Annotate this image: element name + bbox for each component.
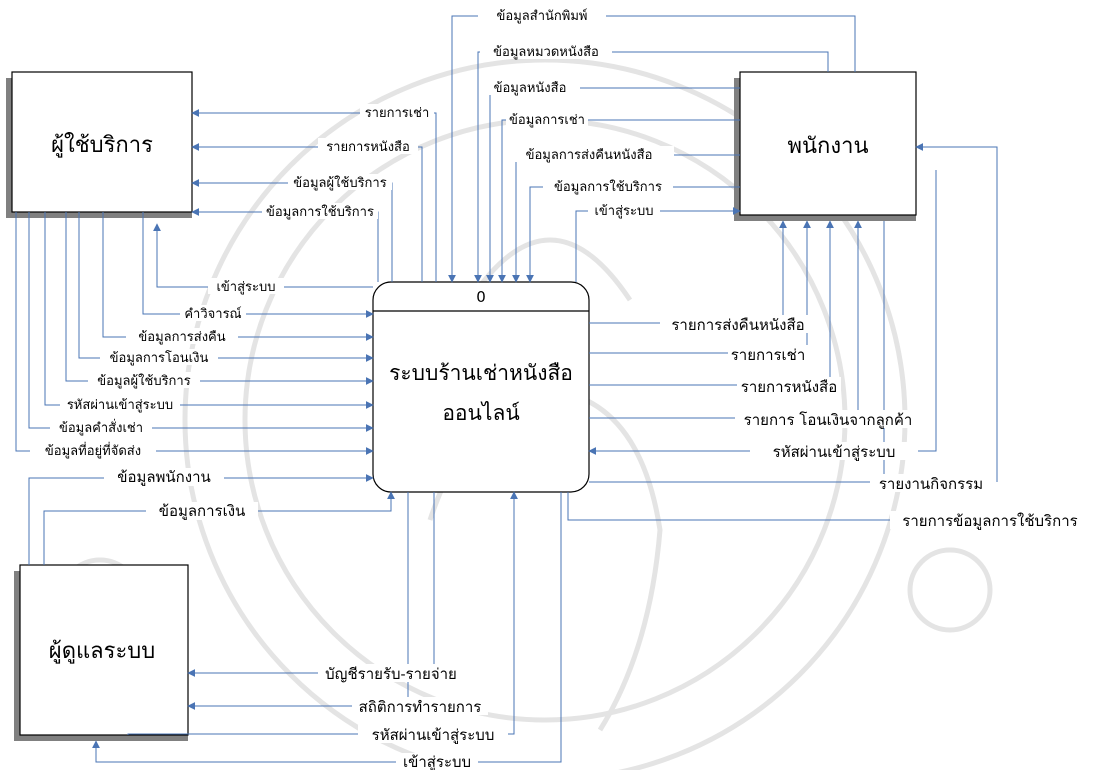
- flow-transfer-data: [78, 212, 374, 362]
- flow-rental-data: [498, 119, 740, 283]
- label-transaction-stats: สถิติการทำรายการ: [359, 698, 482, 716]
- label-return-data: ข้อมูลการส่งคืน: [138, 329, 225, 345]
- entity-admin-label: ผู้ดูแลระบบ: [49, 639, 155, 664]
- label-transfer-data: ข้อมูลการโอนเงิน: [110, 350, 209, 366]
- label-transfer-list: รายการ โอนเงินจากลูกค้า: [744, 411, 913, 429]
- label-admin-password: รหัสผ่านเข้าสู่ระบบ: [372, 726, 495, 744]
- process-name-line2: ออนไลน์: [442, 401, 520, 425]
- label-service-usage-list: รายการข้อมูลการใช้บริการ: [902, 512, 1077, 530]
- label-admin-login: เข้าสู่ระบบ: [403, 753, 471, 770]
- label-service-usage-to-customer: ข้อมูลการใช้บริการ: [266, 204, 374, 220]
- flow-staff-login: [575, 207, 741, 282]
- flow-staff-data: [28, 474, 374, 565]
- flow-customer-data: [65, 212, 374, 385]
- entity-staff-label: พนักงาน: [788, 134, 869, 159]
- label-review: คำวิจารณ์: [184, 306, 241, 322]
- label-customer-data: ข้อมูลผู้ใช้บริการ: [97, 373, 190, 389]
- flow-publisher-data: [448, 15, 856, 283]
- entity-customer-label: ผู้ใช้บริการ: [51, 132, 153, 158]
- process-number: 0: [476, 288, 486, 306]
- label-book-list-to-staff: รายการหนังสือ: [741, 378, 837, 396]
- label-rental-data: ข้อมูลการเช่า: [509, 113, 585, 128]
- label-order-data: ข้อมูลคำสั่งเช่า: [59, 419, 143, 436]
- process-name-line1: ระบบร้านเช่าหนังสือ: [389, 361, 573, 385]
- flow-order-data: [28, 212, 374, 432]
- label-customer-login: เข้าสู่ระบบ: [216, 280, 275, 295]
- label-finance-data: ข้อมูลการเงิน: [159, 502, 246, 520]
- label-service-usage-data: ข้อมูลการใช้บริการ: [554, 179, 662, 195]
- flow-shipping-address: [15, 212, 374, 455]
- entity-admin: ผู้ดูแลระบบ: [14, 564, 189, 741]
- flow-review: [142, 212, 374, 318]
- flow-activity-report-to-staff: [915, 143, 998, 482]
- flow-customer-data-to-customer: [191, 179, 393, 282]
- flow-customer-login: [153, 223, 373, 288]
- flow-labels: ข้อมูลสำนักพิมพ์ ข้อมูลหมวดหนังสือ ข้อมู…: [30, 7, 1090, 770]
- flow-book-category-data: [474, 51, 829, 283]
- flow-return-data: [102, 212, 374, 341]
- label-staff-data: ข้อมูลพนักงาน: [117, 468, 211, 486]
- label-book-data: ข้อมูลหนังสือ: [494, 80, 567, 96]
- entity-customer: ผู้ใช้บริการ: [6, 71, 193, 218]
- flow-book-return-list: [589, 220, 787, 324]
- flow-rental-list-to-customer: [191, 109, 437, 282]
- label-rental-list-to-staff: รายการเช่า: [731, 346, 806, 364]
- label-customer-password: รหัสผ่านเข้าสู่ระบบ: [67, 398, 173, 413]
- process-0: 0 ระบบร้านเช่าหนังสือ ออนไลน์: [372, 281, 590, 493]
- flow-admin-password: [127, 491, 518, 735]
- flow-admin-login: [92, 492, 562, 763]
- entity-staff: พนักงาน: [734, 71, 917, 221]
- label-rental-list-to-customer: รายการเช่า: [365, 106, 430, 121]
- label-book-category-data: ข้อมูลหมวดหนังสือ: [493, 44, 599, 60]
- flow-customer-password: [44, 212, 374, 409]
- label-staff-password: รหัสผ่านเข้าสู่ระบบ: [773, 443, 896, 461]
- label-publisher-data: ข้อมูลสำนักพิมพ์: [497, 8, 588, 24]
- label-staff-login: เข้าสู่ระบบ: [594, 204, 653, 219]
- label-book-return-data: ข้อมูลการส่งคืนหนังสือ: [526, 147, 653, 163]
- flow-service-usage-data: [526, 186, 740, 283]
- flow-staff-password: [588, 170, 937, 455]
- flow-book-list-to-customer: [191, 143, 423, 282]
- label-customer-data-to-customer: ข้อมูลผู้ใช้บริการ: [293, 175, 386, 191]
- label-book-return-list: รายการส่งคืนหนังสือ: [671, 316, 804, 334]
- label-activity-report: รายงานกิจกรรม: [879, 475, 983, 493]
- label-shipping-address: ข้อมูลที่อยู่ที่จัดส่ง: [45, 442, 141, 459]
- label-income-expense: บัญชีรายรับ-รายจ่าย: [325, 665, 457, 683]
- label-book-list-to-customer: รายการหนังสือ: [326, 139, 410, 155]
